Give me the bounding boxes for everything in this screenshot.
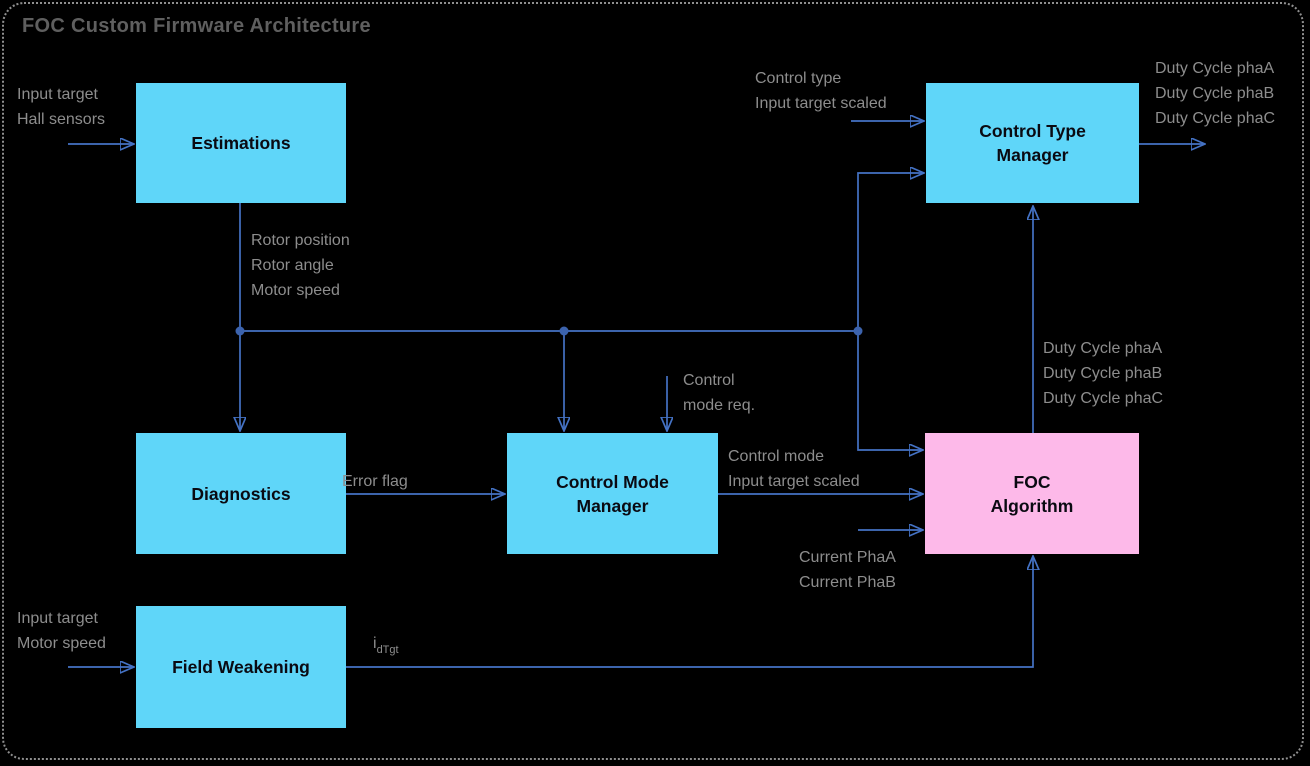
edge-bus-to-foc-algorithm	[857, 331, 922, 450]
edge-field-weakening-to-foc	[346, 557, 1033, 668]
label-estimations-outputs: Rotor position Rotor angle Motor speed	[251, 232, 350, 299]
label-idtgt: idTgt	[373, 631, 399, 663]
node-control-mode-manager: Control Mode Manager	[507, 433, 718, 554]
label-error-flag: Error flag	[342, 473, 408, 490]
node-foc-algorithm: FOC Algorithm	[925, 433, 1139, 554]
label-foc-current-inputs: Current PhaA Current PhaB	[799, 549, 896, 591]
label-control-mode-manager-outputs: Control mode Input target scaled	[728, 448, 860, 490]
node-estimations: Estimations	[136, 83, 346, 203]
node-diagnostics: Diagnostics	[136, 433, 346, 554]
label-field-weakening-inputs: Input target Motor speed	[17, 610, 106, 652]
junction-dot	[235, 326, 245, 336]
node-field-weakening: Field Weakening	[136, 606, 346, 728]
label-estimations-inputs: Input target Hall sensors	[17, 86, 106, 128]
label-foc-outputs: Duty Cycle phaA Duty Cycle phaB Duty Cyc…	[1043, 340, 1164, 407]
label-idtgt-subscript: dTgt	[376, 644, 399, 656]
junction-dot	[853, 326, 863, 336]
page-title: FOC Custom Firmware Architecture	[22, 15, 371, 37]
junction-dot	[559, 326, 569, 336]
label-control-type-manager-outputs: Duty Cycle phaA Duty Cycle phaB Duty Cyc…	[1155, 60, 1276, 127]
label-control-mode-req: Control mode req.	[683, 372, 756, 414]
node-control-type-manager: Control Type Manager	[926, 83, 1139, 203]
edge-bus-to-control-type-manager	[857, 173, 923, 331]
label-control-type-manager-inputs: Control type Input target scaled	[755, 70, 887, 112]
label-idtgt-base: i	[373, 635, 377, 652]
